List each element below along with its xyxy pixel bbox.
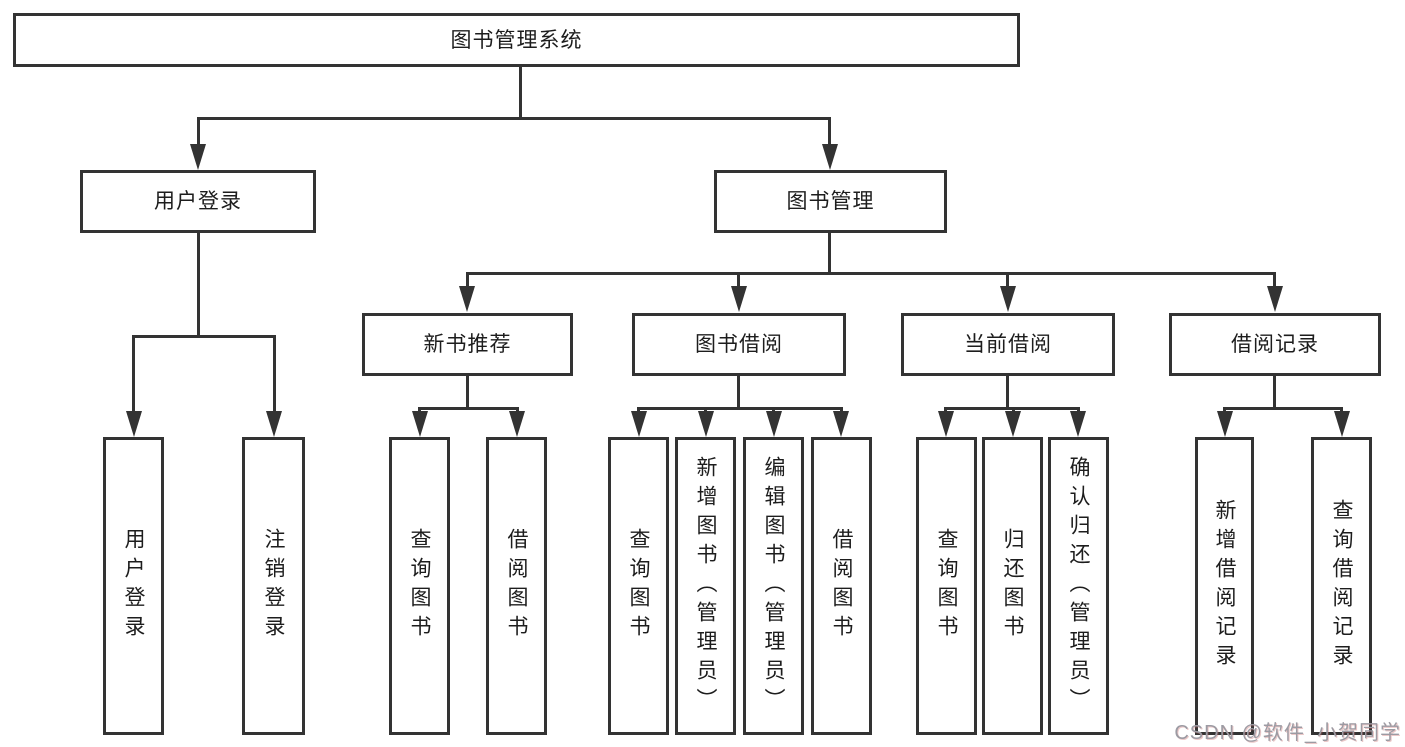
arrowhead-icon: [190, 144, 206, 170]
leaf-add-borrow-record: 新增借阅记录: [1195, 437, 1254, 735]
leaf-recommend-borrow-book-label: 借阅图书: [505, 528, 528, 644]
leaf-edit-book-admin-label: 编辑图书（管理员）: [762, 455, 785, 717]
arrowhead-icon: [509, 411, 525, 437]
arrowhead-icon: [1334, 411, 1350, 437]
leaf-borrow-query-book-label: 查询图书: [627, 528, 650, 644]
arrowhead-icon: [459, 286, 475, 312]
arrowhead-icon: [731, 286, 747, 312]
node-user-login-label: 用户登录: [154, 190, 242, 213]
node-root-label: 图书管理系统: [450, 28, 583, 52]
node-borrow-record-label: 借阅记录: [1231, 333, 1319, 356]
arrowhead-icon: [833, 411, 849, 437]
leaf-borrow-book-label: 借阅图书: [830, 528, 853, 644]
arrowhead-icon: [1005, 411, 1021, 437]
connector-stem: [132, 335, 135, 413]
leaf-logout: 注销登录: [242, 437, 305, 735]
connector-root-bar: [197, 117, 831, 120]
leaf-user-login: 用户登录: [103, 437, 164, 735]
arrowhead-icon: [631, 411, 647, 437]
connector-login-trunk: [197, 233, 200, 338]
node-borrow-record: 借阅记录: [1169, 313, 1381, 376]
leaf-borrow-book: 借阅图书: [811, 437, 872, 735]
connector-manage-trunk: [828, 233, 831, 275]
leaf-recommend-borrow-book: 借阅图书: [486, 437, 547, 735]
connector-current-trunk: [1006, 376, 1009, 410]
leaf-recommend-query-book: 查询图书: [389, 437, 450, 735]
connector-stem: [197, 117, 200, 146]
leaf-return-book-label: 归还图书: [1001, 528, 1024, 644]
connector-record-bar: [1223, 407, 1343, 410]
leaf-confirm-return-admin: 确认归还（管理员）: [1048, 437, 1109, 735]
leaf-borrow-query-book: 查询图书: [608, 437, 669, 735]
node-book-borrow: 图书借阅: [632, 313, 846, 376]
leaf-add-borrow-record-label: 新增借阅记录: [1213, 499, 1236, 673]
arrowhead-icon: [1000, 286, 1016, 312]
connector-manage-bar: [466, 272, 1276, 275]
connector-record-trunk: [1273, 376, 1276, 410]
leaf-logout-label: 注销登录: [262, 528, 285, 644]
arrowhead-icon: [938, 411, 954, 437]
arrowhead-icon: [266, 411, 282, 437]
connector-borrow-trunk: [737, 376, 740, 410]
leaf-confirm-return-admin-label: 确认归还（管理员）: [1067, 455, 1090, 717]
connector-recommend-bar: [418, 407, 519, 410]
connector-stem: [828, 117, 831, 146]
node-book-borrow-label: 图书借阅: [695, 333, 783, 356]
arrowhead-icon: [698, 411, 714, 437]
connector-recommend-trunk: [466, 376, 469, 410]
arrowhead-icon: [1070, 411, 1086, 437]
connector-borrow-bar: [637, 407, 843, 410]
connector-stem: [1006, 272, 1009, 290]
leaf-current-query-book-label: 查询图书: [935, 528, 958, 644]
arrowhead-icon: [1217, 411, 1233, 437]
connector-stem: [1273, 272, 1276, 290]
leaf-return-book: 归还图书: [982, 437, 1043, 735]
leaf-query-borrow-record-label: 查询借阅记录: [1330, 499, 1353, 673]
node-new-book-recommend-label: 新书推荐: [423, 333, 512, 356]
connector-root-trunk: [519, 67, 522, 120]
node-new-book-recommend: 新书推荐: [362, 313, 573, 376]
leaf-user-login-label: 用户登录: [122, 528, 145, 644]
csdn-watermark: CSDN @软件_小贺同学: [1174, 722, 1401, 744]
connector-stem: [273, 335, 276, 413]
connector-stem: [737, 272, 740, 290]
node-root: 图书管理系统: [13, 13, 1020, 67]
leaf-add-book-admin-label: 新增图书（管理员）: [694, 455, 717, 717]
node-book-manage-label: 图书管理: [786, 190, 875, 213]
arrowhead-icon: [766, 411, 782, 437]
arrowhead-icon: [822, 144, 838, 170]
leaf-add-book-admin: 新增图书（管理员）: [675, 437, 736, 735]
arrowhead-icon: [1267, 286, 1283, 312]
leaf-current-query-book: 查询图书: [916, 437, 977, 735]
leaf-query-borrow-record: 查询借阅记录: [1311, 437, 1372, 735]
leaf-edit-book-admin: 编辑图书（管理员）: [743, 437, 804, 735]
node-current-borrow: 当前借阅: [901, 313, 1115, 376]
connector-login-bar: [132, 335, 276, 338]
node-current-borrow-label: 当前借阅: [964, 333, 1052, 356]
node-user-login: 用户登录: [80, 170, 316, 233]
connector-stem: [466, 272, 469, 290]
arrowhead-icon: [412, 411, 428, 437]
arrowhead-icon: [126, 411, 142, 437]
node-book-manage: 图书管理: [714, 170, 947, 233]
leaf-recommend-query-book-label: 查询图书: [408, 528, 431, 644]
